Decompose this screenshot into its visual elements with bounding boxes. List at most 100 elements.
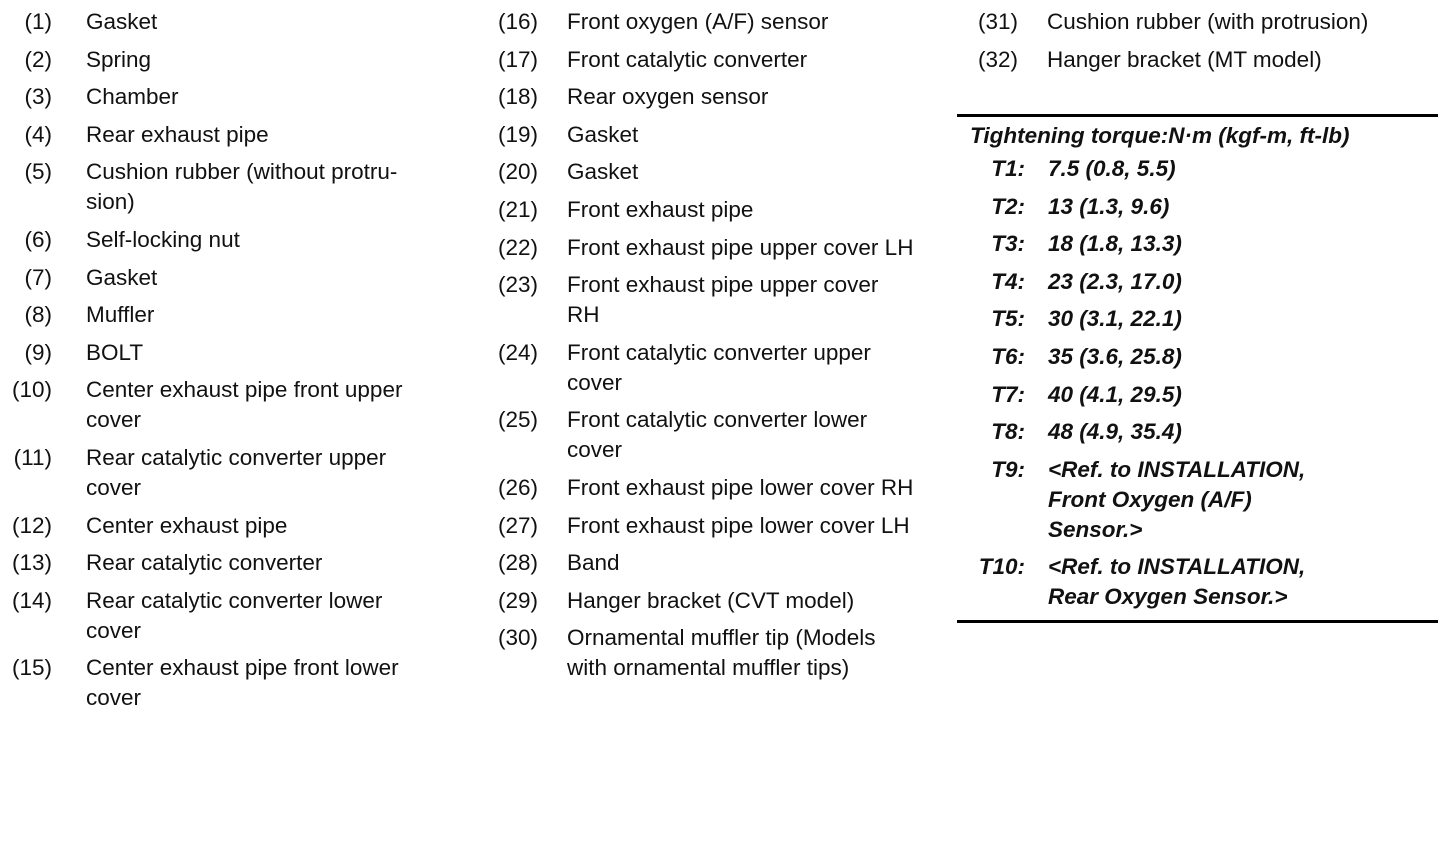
- part-number: (3): [24, 84, 53, 110]
- part-row: (32)Hanger bracket (MT model): [960, 45, 1450, 75]
- part-number: (25): [497, 407, 538, 433]
- part-row: (27) Front exhaust pipe lower cover LH: [480, 511, 958, 541]
- part-number: (15): [11, 655, 52, 681]
- torque-key: T5:: [991, 306, 1025, 332]
- torque-value: <Ref. to INSTALLATION,Rear Oxygen Sensor…: [1048, 554, 1306, 610]
- torque-row: T8: 48 (4.9, 35.4): [957, 417, 1438, 447]
- part-description: Front exhaust pipe: [567, 196, 754, 222]
- part-number: (29): [497, 587, 538, 613]
- part-description: Front exhaust pipe lower cover LH: [567, 512, 910, 538]
- part-description: Center exhaust pipe: [86, 512, 288, 538]
- part-number: (27): [497, 512, 538, 538]
- part-number: (28): [497, 550, 538, 576]
- part-number: (21): [497, 196, 538, 222]
- torque-row: T9:<Ref. to INSTALLATION,Front Oxygen (A…: [957, 455, 1438, 545]
- part-number: (18): [497, 84, 538, 110]
- torque-value: 23 (2.3, 17.0): [1048, 268, 1182, 294]
- part-row: (26) Front exhaust pipe lower cover RH: [480, 473, 958, 503]
- part-description: Front catalytic converter: [567, 46, 808, 72]
- part-row: (17) Front catalytic converter: [480, 45, 958, 75]
- torque-key: T10:: [978, 554, 1025, 580]
- part-row: (16)Front oxygen (A/F) sensor: [480, 7, 958, 37]
- part-number: (4): [24, 121, 53, 147]
- part-number: (26): [497, 474, 538, 500]
- part-description: Gasket: [86, 9, 158, 34]
- part-row: (18) Rear oxygen sensor: [480, 82, 958, 112]
- part-description: Front oxygen (A/F) sensor: [567, 9, 829, 34]
- parts-column-2: (16)Front oxygen (A/F) sensor (17) Front …: [480, 7, 958, 691]
- part-row: (22)Front exhaust pipe upper cover LH: [480, 233, 958, 263]
- part-description: Chamber: [86, 84, 179, 110]
- part-row: (21) Front exhaust pipe: [480, 195, 958, 225]
- part-description: Rear oxygen sensor: [567, 84, 769, 110]
- torque-row: T6:35 (3.6, 25.8): [957, 342, 1438, 372]
- torque-key: T3:: [991, 231, 1025, 257]
- part-description: Cushion rubber (without protru-sion): [86, 159, 398, 215]
- torque-row: T10: <Ref. to INSTALLATION,Rear Oxygen Se…: [957, 552, 1438, 612]
- part-row: (13)Rear catalytic converter: [0, 548, 450, 578]
- part-description: Hanger bracket (MT model): [1047, 46, 1322, 72]
- part-row: (19)Gasket: [480, 120, 958, 150]
- torque-value: 48 (4.9, 35.4): [1048, 419, 1182, 445]
- torque-value: 40 (4.1, 29.5): [1048, 381, 1182, 407]
- part-number: (8): [24, 302, 53, 328]
- part-number: (10): [11, 377, 52, 403]
- torque-value: 18 (1.8, 13.3): [1048, 231, 1182, 257]
- part-number: (30): [497, 625, 538, 651]
- part-row: (31)Cushion rubber (with protrusion): [960, 7, 1450, 37]
- torque-key: T7:: [991, 381, 1025, 407]
- torque-key: T8:: [991, 419, 1025, 445]
- part-number: (13): [11, 550, 52, 576]
- part-number: (19): [497, 121, 538, 147]
- torque-key: T9:: [991, 456, 1025, 482]
- part-row: (6)Self-locking nut: [0, 225, 450, 255]
- part-number: (17): [497, 46, 538, 72]
- parts-column-1: (1)Gasket (2)Spring (3)Chamber (4)Rear e…: [0, 7, 450, 721]
- part-row: (9) BOLT: [0, 338, 450, 368]
- part-number: (14): [11, 587, 52, 613]
- part-number: (20): [497, 159, 538, 185]
- torque-key: T4:: [991, 268, 1025, 294]
- torque-value: 30 (3.1, 22.1): [1048, 306, 1182, 332]
- part-number: (2): [24, 46, 53, 72]
- part-description: Gasket: [567, 159, 639, 185]
- torque-row: T1: 7.5 (0.8, 5.5): [957, 154, 1438, 184]
- torque-key: T1:: [991, 156, 1025, 181]
- part-row: (8)Muffler: [0, 300, 450, 330]
- torque-key: T2:: [991, 193, 1025, 219]
- part-row: (1) Gasket: [0, 7, 450, 37]
- part-number: (7): [24, 264, 53, 290]
- part-row: (7) Gasket: [0, 263, 450, 293]
- top-rule: [957, 114, 1438, 117]
- part-description: BOLT: [86, 339, 144, 365]
- part-number: (12): [11, 512, 52, 538]
- tightening-torque-table: Tightening torque:N·m (kgf-m, ft-lb) T1:…: [957, 114, 1438, 623]
- part-number: (1): [24, 9, 53, 34]
- part-number: (11): [13, 444, 52, 470]
- part-row: (28)Band: [480, 548, 958, 578]
- torque-value: 7.5 (0.8, 5.5): [1048, 156, 1176, 181]
- part-row: (20) Gasket: [480, 157, 958, 187]
- part-row: (4)Rear exhaust pipe: [0, 120, 450, 150]
- part-row: (12) Center exhaust pipe: [0, 511, 450, 541]
- torque-row: T3: 18 (1.8, 13.3): [957, 229, 1438, 259]
- part-number: (6): [24, 226, 53, 252]
- part-number: (24): [497, 339, 538, 365]
- part-number: (5): [24, 159, 53, 185]
- part-number: (9): [24, 339, 53, 365]
- part-description: Gasket: [86, 264, 158, 290]
- part-description: Front exhaust pipe lower cover RH: [567, 474, 914, 500]
- torque-value: 13 (1.3, 9.6): [1048, 193, 1170, 219]
